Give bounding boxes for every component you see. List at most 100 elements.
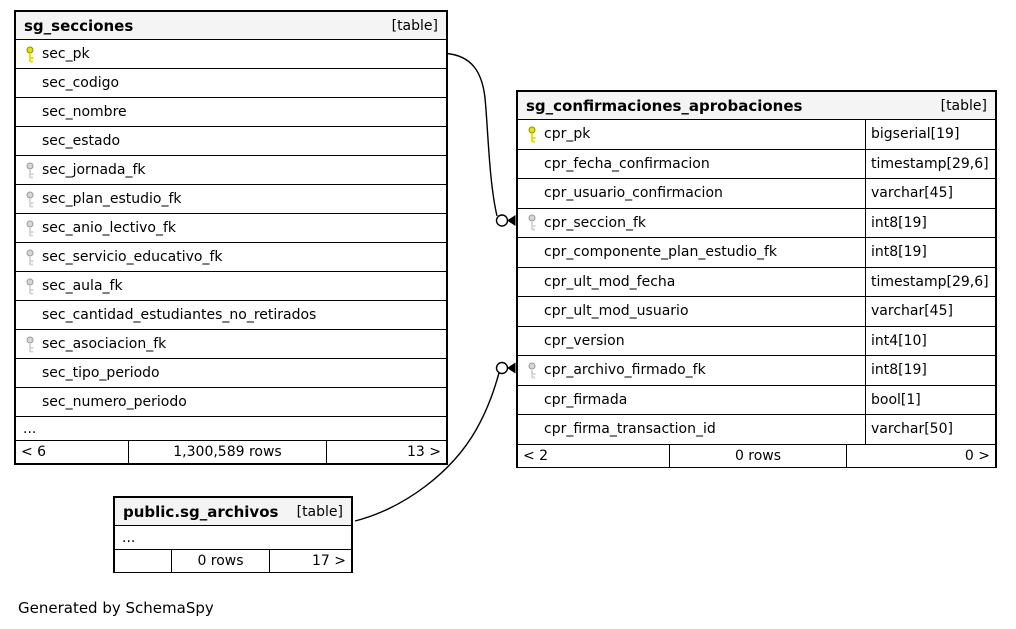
column-name: cpr_version: [544, 326, 866, 355]
foreign-key-icon: [518, 362, 544, 379]
column-name: cpr_firmada: [544, 385, 866, 414]
column-row: sec_nombre: [16, 98, 446, 127]
column-row: sec_asociacion_fk: [16, 330, 446, 359]
foreign-key-icon: [16, 336, 42, 353]
column-name: cpr_seccion_fk: [544, 208, 866, 237]
table-title: public.sg_archivos: [123, 502, 279, 521]
column-type: timestamp[29,6]: [871, 273, 989, 290]
footer-row-count: 1,300,589 rows: [129, 441, 327, 463]
zero-marker-cpr-seccion-fk: [495, 214, 509, 227]
foreign-key-icon: [16, 249, 42, 266]
footer-parent-count: < 2: [518, 444, 670, 467]
column-row: sec_estado: [16, 127, 446, 156]
column-row: sec_cantidad_estudiantes_no_retirados: [16, 301, 446, 330]
column-name: sec_tipo_periodo: [42, 365, 160, 381]
column-type: varchar[50]: [871, 421, 953, 438]
column-name: sec_jornada_fk: [42, 162, 146, 178]
column-type: int8[19]: [871, 244, 927, 261]
column-name: sec_asociacion_fk: [42, 336, 167, 352]
column-row: cpr_seccion_fk int8[19]: [518, 208, 995, 238]
table-public-sg-archivos[interactable]: public.sg_archivos [table] ... 0 rows 17…: [113, 496, 353, 573]
footer-row-count: 0 rows: [172, 550, 270, 572]
column-row: cpr_pk bigserial[19]: [518, 120, 995, 150]
table-footer: 0 rows 17 >: [115, 550, 351, 572]
column-type: varchar[45]: [871, 185, 953, 202]
footer-child-count: 13 >: [407, 444, 441, 460]
column-name: cpr_firma_transaction_id: [544, 415, 866, 444]
column-row: sec_jornada_fk: [16, 156, 446, 185]
column-name: sec_aula_fk: [42, 278, 123, 294]
foreign-key-icon: [518, 214, 544, 231]
table-title: sg_confirmaciones_aprobaciones: [526, 96, 803, 115]
zero-marker-cpr-archivo-firmado-fk: [495, 361, 509, 375]
table-footer: < 2 0 rows 0 >: [518, 444, 995, 467]
column-row: cpr_firmada bool[1]: [518, 385, 995, 415]
generated-by-note: Generated by SchemaSpy: [18, 599, 214, 617]
column-row: sec_pk: [16, 40, 446, 69]
footer-child-count: 0 >: [964, 447, 990, 464]
column-row: sec_aula_fk: [16, 272, 446, 301]
column-type: varchar[45]: [871, 303, 953, 320]
column-row: sec_codigo: [16, 69, 446, 98]
crowfoot-arrow-cpr-archivo-firmado-fk: [507, 362, 516, 374]
column-name: sec_servicio_educativo_fk: [42, 249, 223, 265]
column-row: sec_plan_estudio_fk: [16, 185, 446, 214]
column-name: sec_cantidad_estudiantes_no_retirados: [42, 307, 317, 323]
column-name: cpr_usuario_confirmacion: [544, 179, 866, 208]
relationship-line-sec-pk-to-cpr-seccion-fk: [446, 52, 498, 217]
table-footer: < 6 1,300,589 rows 13 >: [16, 441, 446, 463]
table-type-badge: [table]: [391, 17, 438, 34]
column-name: sec_plan_estudio_fk: [42, 191, 182, 207]
foreign-key-icon: [16, 162, 42, 179]
column-name: sec_nombre: [42, 104, 127, 120]
footer-parent-count: [115, 550, 172, 572]
column-row: sec_anio_lectivo_fk: [16, 214, 446, 243]
table-type-badge: [table]: [940, 97, 987, 114]
table-header: sg_secciones [table]: [16, 12, 446, 40]
column-name: cpr_componente_plan_estudio_fk: [544, 238, 866, 267]
column-name: sec_anio_lectivo_fk: [42, 220, 176, 236]
column-name: cpr_pk: [544, 120, 866, 149]
primary-key-icon: [518, 126, 544, 143]
column-row: sec_tipo_periodo: [16, 359, 446, 388]
column-name: cpr_ult_mod_fecha: [544, 267, 866, 296]
column-name: sec_pk: [42, 46, 90, 62]
table-header: public.sg_archivos [table]: [115, 498, 351, 526]
column-row: cpr_componente_plan_estudio_fk int8[19]: [518, 238, 995, 268]
table-type-badge: [table]: [296, 503, 343, 520]
column-row: cpr_ult_mod_usuario varchar[45]: [518, 297, 995, 327]
column-row: cpr_archivo_firmado_fk int8[19]: [518, 356, 995, 386]
column-row: cpr_firma_transaction_id varchar[50]: [518, 415, 995, 445]
column-type: bigserial[19]: [871, 126, 960, 143]
foreign-key-icon: [16, 191, 42, 208]
table-sg-confirmaciones-aprobaciones[interactable]: sg_confirmaciones_aprobaciones [table] c…: [516, 90, 997, 468]
primary-key-icon: [16, 46, 42, 63]
column-type: bool[1]: [871, 391, 921, 408]
foreign-key-icon: [16, 220, 42, 237]
column-row: cpr_ult_mod_fecha timestamp[29,6]: [518, 267, 995, 297]
column-name: sec_numero_periodo: [42, 394, 187, 410]
column-name: sec_estado: [42, 133, 121, 149]
column-name: cpr_archivo_firmado_fk: [544, 356, 866, 385]
column-name: cpr_fecha_confirmacion: [544, 149, 866, 178]
column-name: cpr_ult_mod_usuario: [544, 297, 866, 326]
column-row: sec_servicio_educativo_fk: [16, 243, 446, 272]
column-row: cpr_usuario_confirmacion varchar[45]: [518, 179, 995, 209]
footer-child-count: 17 >: [312, 553, 346, 569]
column-type: int4[10]: [871, 332, 927, 349]
column-name: sec_codigo: [42, 75, 120, 91]
column-row: sec_numero_periodo: [16, 388, 446, 417]
column-type: timestamp[29,6]: [871, 155, 989, 172]
footer-parent-count: < 6: [16, 441, 129, 463]
column-row: cpr_fecha_confirmacion timestamp[29,6]: [518, 149, 995, 179]
more-columns-ellipsis: ...: [16, 417, 446, 441]
more-columns-ellipsis: ...: [115, 526, 351, 550]
table-title: sg_secciones: [24, 16, 134, 35]
column-row: cpr_version int4[10]: [518, 326, 995, 356]
column-type: int8[19]: [871, 362, 927, 379]
table-header: sg_confirmaciones_aprobaciones [table]: [518, 92, 995, 120]
foreign-key-icon: [16, 278, 42, 295]
column-type: int8[19]: [871, 214, 927, 231]
crowfoot-arrow-cpr-seccion-fk: [507, 215, 516, 226]
